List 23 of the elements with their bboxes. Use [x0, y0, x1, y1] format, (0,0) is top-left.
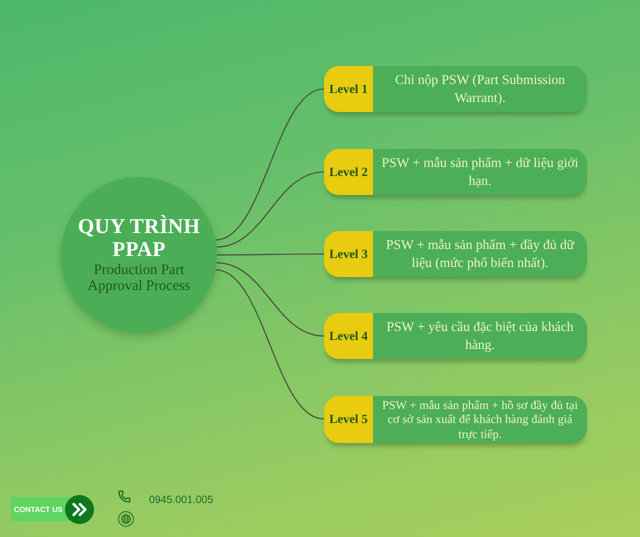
level-card	[324, 313, 587, 359]
phone-number: 0945.001.005	[149, 494, 214, 506]
level-description: PSW + mẫu sản phẩm + hồ sơ đầy đủ tại cơ sở sản xuất để khách hàng đánh giá trực tiếp.	[381, 397, 579, 443]
level-description: PSW + yêu cầu đặc biệt của khách hàng.	[386, 318, 574, 354]
level-card	[324, 396, 587, 444]
connector-line	[216, 262, 324, 337]
level-description: Chỉ nộp PSW (Part Submission Warrant).	[394, 71, 566, 107]
level-description: PSW + mẫu sản phẩm + dữ liệu giới hạn.	[380, 154, 580, 190]
level-card	[324, 149, 587, 195]
connector-line	[215, 88, 324, 241]
level-tag: Level 1	[324, 66, 373, 112]
level-tag: Level 5	[324, 396, 373, 444]
connector-line	[216, 171, 324, 248]
level-tag: Level 4	[324, 313, 373, 359]
level-tag: Level 3	[324, 231, 373, 277]
level-description: PSW + mẫu sản phẩm + đầy đủ dữ liệu (mức phổ biến nhất).	[384, 236, 576, 272]
level-tag: Level 2	[324, 149, 373, 195]
circle-subtitle: Production Part Approval Process	[86, 262, 192, 295]
connector-line	[215, 269, 324, 420]
circle-title: QUY TRÌNH PPAP	[76, 215, 202, 261]
connector-line	[217, 253, 324, 256]
level-card	[324, 66, 587, 112]
level-card	[324, 231, 587, 277]
